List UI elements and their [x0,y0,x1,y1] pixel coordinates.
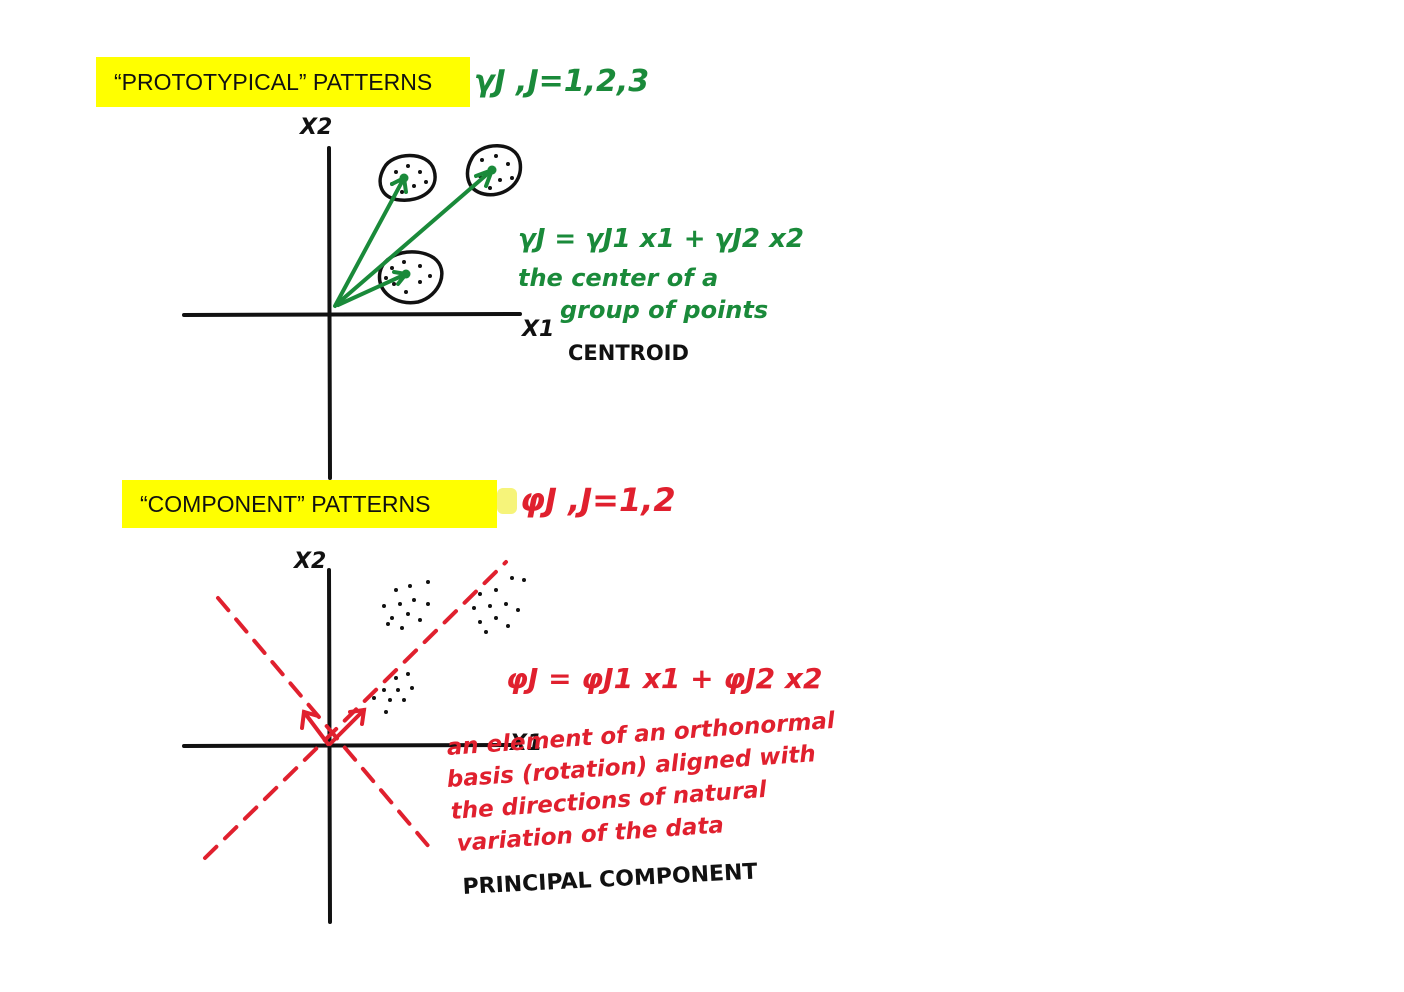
component-symbol-note: φJ ,J=1,2 [520,481,676,519]
prototypical-symbol-note: γJ ,J=1,2,3 [474,64,650,99]
cluster-circle-3 [377,250,444,305]
prototypical-description-line-2: group of points [560,296,769,324]
prototypical-title: “PROTOTYPICAL” PATTERNS [96,57,470,107]
bottom-x-axis [182,743,518,748]
top-x-axis [182,312,522,317]
bottom-x-axis-label: X1 [510,731,543,756]
cluster-circle-1 [378,153,437,202]
basis-vectors [300,707,367,746]
centroid-vectors [333,166,496,308]
top-y-axis-label: X2 [300,115,333,140]
bottom-y-axis-label: X2 [294,549,327,574]
principal-axis-2 [216,596,432,850]
top-axes [182,146,522,480]
top-clusters [377,144,523,305]
centroid-markers [399,165,497,279]
bottom-data-dots [372,576,526,714]
top-x-axis-label: X1 [522,317,555,342]
bottom-axes [182,568,518,924]
centroid-vector-2 [335,168,494,306]
centroid-vector-3 [336,272,408,307]
prototypical-term: CENTROID [568,341,689,365]
highlight-smudge [497,488,517,514]
prototypical-formula: γJ = γJ1 x1 + γJ2 x2 [518,224,804,254]
component-formula: φJ = φJ1 x1 + φJ2 x2 [506,662,823,695]
prototypical-description-line-1: the center of a [518,264,719,292]
centroid-vector-1 [333,176,406,308]
cluster-circle-2 [465,144,523,197]
component-title: “COMPONENT” PATTERNS [122,480,497,528]
